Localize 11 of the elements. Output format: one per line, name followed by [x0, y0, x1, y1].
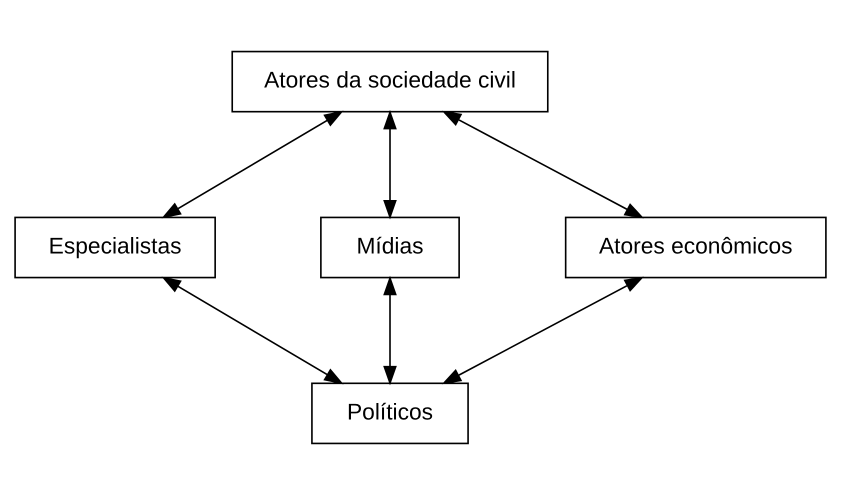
- node-box: Políticos: [311, 382, 469, 444]
- node-box: Mídias: [320, 216, 460, 278]
- node-box: Atores da sociedade civil: [231, 50, 549, 112]
- arrow: [383, 276, 397, 386]
- arrow: [162, 110, 344, 218]
- arrow: [442, 110, 644, 218]
- node-box: Atores econômicos: [564, 216, 827, 278]
- arrow: [383, 110, 397, 220]
- arrow: [162, 276, 344, 384]
- node-box: Especialistas: [14, 216, 216, 278]
- arrow: [442, 276, 644, 384]
